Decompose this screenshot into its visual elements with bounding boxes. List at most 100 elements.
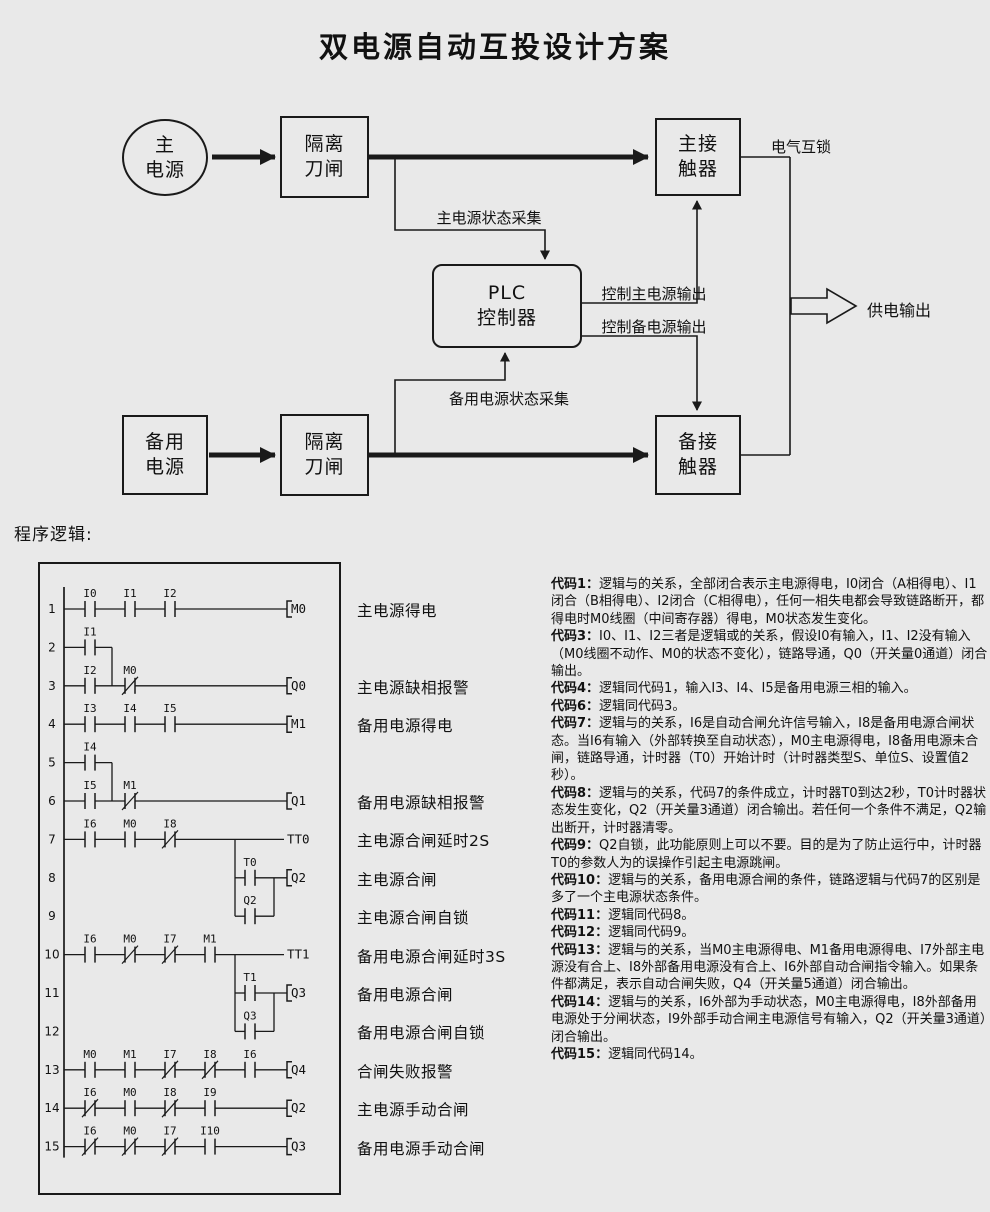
backup-isolation-switch-node: 隔离 刀闸 <box>280 414 369 496</box>
code-explanation: 代码1：逻辑与的关系，全部闭合表示主电源得电，I0闭合（A相得电）、I1闭合（B… <box>551 577 985 627</box>
line-control-backup-output <box>582 335 702 411</box>
code-explanation-tag: 代码1： <box>551 577 600 592</box>
nc-slash <box>81 1137 99 1156</box>
coil-label: Q3 <box>291 1139 306 1154</box>
timer-label: TT0 <box>287 831 310 846</box>
rung-description: 主电源合闸自锁 <box>357 909 470 928</box>
contact-label: M1 <box>123 779 136 792</box>
contact-label: I5 <box>163 702 176 715</box>
coil-bracket <box>286 984 292 1002</box>
rung-number: 2 <box>48 640 56 654</box>
contact-label: I9 <box>203 1086 216 1099</box>
coil-bracket <box>286 869 292 887</box>
rung-number: 4 <box>48 717 56 731</box>
rung-description: 备用电源缺相报警 <box>357 794 486 812</box>
contact-label: I7 <box>163 933 176 946</box>
coil-label: Q2 <box>291 870 306 885</box>
contact-label: M0 <box>123 1125 136 1138</box>
coil-bracket <box>286 1137 292 1156</box>
contact-label: M0 <box>123 817 136 830</box>
nc-slash <box>121 676 139 696</box>
contact-label: M0 <box>83 1048 96 1061</box>
contact-label: I8 <box>203 1048 216 1061</box>
main-isolation-switch-node: 隔离 刀闸 <box>280 116 369 198</box>
coil-label: Q4 <box>291 1062 306 1077</box>
code-explanation: 代码14：逻辑与的关系，I6外部为手动状态，M0主电源得电，I8外部备用电源处于… <box>551 994 987 1045</box>
contact-label: I1 <box>123 587 136 600</box>
contact-label: I6 <box>83 817 96 830</box>
coil-label: Q1 <box>291 793 306 808</box>
rung-number: 10 <box>44 948 59 962</box>
contact-label: I6 <box>83 1086 96 1099</box>
timer-label: TT1 <box>287 947 310 962</box>
code-explanation-tag: 代码4： <box>551 681 600 697</box>
contact-label: T1 <box>243 971 256 984</box>
coil-label: Q3 <box>291 985 306 1000</box>
code-explanation-tag: 代码3： <box>551 629 600 645</box>
nc-slash <box>161 1137 179 1156</box>
coil-bracket <box>286 1099 292 1117</box>
code-explanation: 代码3：I0、I1、I2三者是逻辑或的关系，假设I0有输入，I1、I2没有输入（… <box>551 629 988 680</box>
rung-description: 备用电源合闸延时3S <box>357 947 506 966</box>
code-explanation-tag: 代码12： <box>551 925 609 941</box>
contact-label: I3 <box>83 702 96 715</box>
contact-label: I8 <box>163 817 176 830</box>
code-explanation-tag: 代码11： <box>551 907 609 923</box>
nc-slash <box>121 791 139 811</box>
nc-slash <box>161 945 179 964</box>
coil-label: M0 <box>291 601 306 616</box>
contact-label: I2 <box>163 587 176 600</box>
control-backup-label: 控制备电源输出 <box>601 318 707 336</box>
supply-output-arrow <box>790 287 858 325</box>
nc-slash <box>81 1098 99 1118</box>
code-explanation: 代码10：逻辑与的关系，备用电源合闸的条件，链路逻辑与代码7的区别是多了一个主电… <box>551 872 981 906</box>
coil-label: Q2 <box>291 1100 306 1115</box>
backup-contactor-node: 备接 触器 <box>655 415 741 495</box>
nc-slash <box>161 830 179 849</box>
code-explanation: 代码6：逻辑同代码3。 <box>551 698 686 714</box>
code-explanation-tag: 代码13： <box>551 942 609 958</box>
rung-number: 14 <box>44 1101 59 1115</box>
contact-label: M0 <box>123 1086 136 1099</box>
code-explanation-tag: 代码14： <box>551 994 609 1010</box>
coil-label: M1 <box>291 716 306 731</box>
contact-label: I10 <box>200 1125 220 1138</box>
program-logic-label: 程序逻辑: <box>14 525 93 545</box>
page-title: 双电源自动互投设计方案 <box>318 30 671 64</box>
line-electrical-interlock-bus <box>741 156 791 456</box>
contact-label: I4 <box>123 702 137 715</box>
rung-number: 1 <box>48 602 56 616</box>
contact-label: I6 <box>83 933 96 946</box>
code-explanation-tag: 代码7： <box>551 716 600 732</box>
coil-label: Q0 <box>291 678 306 693</box>
backup-status-label: 备用电源状态采集 <box>448 390 570 408</box>
control-main-label: 控制主电源输出 <box>601 285 707 303</box>
coil-bracket <box>286 1061 292 1079</box>
code-explanation-tag: 代码15： <box>551 1046 609 1062</box>
main-status-label: 主电源状态采集 <box>436 209 542 227</box>
backup-power-node: 备用 电源 <box>122 415 208 495</box>
coil-bracket <box>286 715 292 733</box>
code-explanation: 代码15：逻辑同代码14。 <box>551 1046 703 1062</box>
main-power-node: 主 电源 <box>122 119 208 196</box>
nc-slash <box>121 945 139 964</box>
rung-number: 15 <box>44 1140 59 1154</box>
rung-number: 11 <box>44 986 59 1000</box>
main-contactor-node: 主接 触器 <box>655 118 741 196</box>
code-explanation: 代码12：逻辑同代码9。 <box>551 925 695 941</box>
rung-number: 9 <box>48 909 56 923</box>
contact-label: I4 <box>83 741 97 754</box>
rung-description: 主电源手动合闸 <box>357 1101 470 1120</box>
nc-slash <box>201 1060 219 1080</box>
code-explanation: 代码4：逻辑同代码1，输入I3、I4、I5是备用电源三相的输入。 <box>551 681 917 697</box>
rung-description: 主电源合闸 <box>357 870 438 889</box>
rung-number: 5 <box>48 756 56 770</box>
rung-description: 主电源缺相报警 <box>357 678 470 697</box>
rung-number: 6 <box>48 794 56 808</box>
contact-label: I8 <box>163 1086 176 1099</box>
rung-description: 备用电源得电 <box>357 717 454 736</box>
contact-label: I7 <box>163 1048 176 1061</box>
